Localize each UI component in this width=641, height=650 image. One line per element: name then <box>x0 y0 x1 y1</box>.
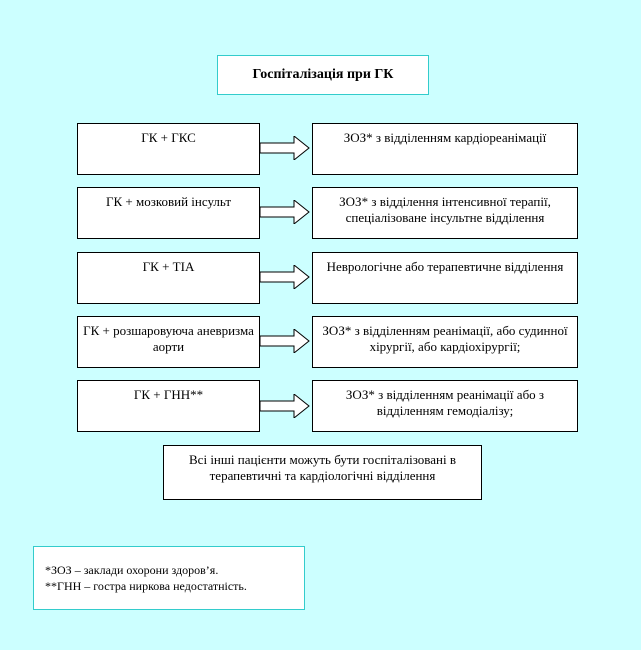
destination-text-3: Неврологічне або терапевтичне відділення <box>326 259 564 274</box>
footnotes-box: *ЗОЗ – заклади охорони здоров’я. **ГНН –… <box>33 546 305 610</box>
summary-text: Всі інші пацієнти можуть бути госпіталіз… <box>189 452 456 483</box>
condition-box-3: ГК + TIA <box>77 252 260 304</box>
diagram-title: Госпіталізація при ГК <box>217 55 429 95</box>
footnote-gnn: **ГНН – гостра ниркова недостатність. <box>45 579 247 593</box>
destination-box-4: ЗОЗ* з відділенням реанімації, або судин… <box>312 316 578 368</box>
destination-box-2: ЗОЗ* з відділення інтенсивної терапії, с… <box>312 187 578 239</box>
destination-text-2: ЗОЗ* з відділення інтенсивної терапії, с… <box>339 194 551 225</box>
condition-box-1: ГК + ГКС <box>77 123 260 175</box>
condition-text-4: ГК + розшаровуюча аневризма аорти <box>83 323 254 354</box>
condition-box-2: ГК + мозковий інсульт <box>77 187 260 239</box>
condition-box-4: ГК + розшаровуюча аневризма аорти <box>77 316 260 368</box>
condition-text-1: ГК + ГКС <box>141 130 196 145</box>
arrow-right-icon-2 <box>260 200 310 224</box>
arrow-right-icon-1 <box>260 136 310 160</box>
condition-text-2: ГК + мозковий інсульт <box>105 194 232 209</box>
destination-text-4: ЗОЗ* з відділенням реанімації, або судин… <box>322 323 568 354</box>
condition-box-5: ГК + ГНН** <box>77 380 260 432</box>
destination-box-3: Неврологічне або терапевтичне відділення <box>312 252 578 304</box>
destination-box-5: ЗОЗ* з відділенням реанімації або з відд… <box>312 380 578 432</box>
condition-text-5: ГК + ГНН** <box>133 387 204 402</box>
arrow-right-icon-3 <box>260 265 310 289</box>
condition-text-3: ГК + TIA <box>142 259 195 274</box>
summary-box: Всі інші пацієнти можуть бути госпіталіз… <box>163 445 482 500</box>
arrow-right-icon-4 <box>260 329 310 353</box>
arrow-right-icon-5 <box>260 394 310 418</box>
footnote-zoz: *ЗОЗ – заклади охорони здоров’я. <box>45 563 219 577</box>
destination-box-1: ЗОЗ* з відділенням кардіореанімації <box>312 123 578 175</box>
destination-text-1: ЗОЗ* з відділенням кардіореанімації <box>343 130 547 145</box>
destination-text-5: ЗОЗ* з відділенням реанімації або з відд… <box>345 387 545 418</box>
diagram-title-text: Госпіталізація при ГК <box>252 67 394 82</box>
